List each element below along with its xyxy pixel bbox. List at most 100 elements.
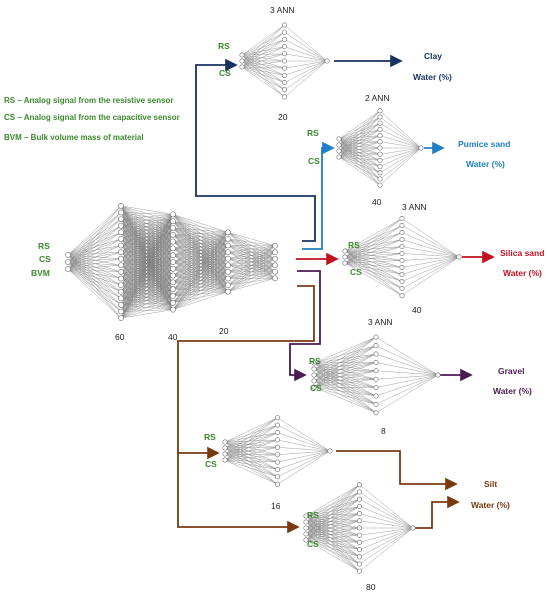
connection xyxy=(313,353,377,382)
connection xyxy=(227,245,276,279)
connection xyxy=(305,515,360,543)
connection xyxy=(67,268,122,319)
connection xyxy=(67,245,122,270)
neuron-node xyxy=(377,114,383,120)
connection xyxy=(313,379,377,388)
pumice-output: Water (%) xyxy=(466,159,505,169)
connection xyxy=(284,60,328,90)
connection xyxy=(277,447,331,452)
connection xyxy=(401,256,460,275)
connection xyxy=(172,232,229,283)
connection xyxy=(375,374,439,413)
connection xyxy=(67,261,122,266)
neuron-node xyxy=(118,222,124,229)
neuron-node xyxy=(170,293,176,299)
neuron-node xyxy=(373,334,379,340)
neuron-node xyxy=(118,202,124,209)
neuron-node xyxy=(118,288,124,295)
silica-network-layer-1 xyxy=(342,248,348,266)
neuron-node xyxy=(170,306,176,313)
connection xyxy=(241,54,285,69)
connection xyxy=(313,374,377,388)
neuron-node xyxy=(170,238,176,245)
neuron-node xyxy=(225,268,231,275)
connection xyxy=(344,256,403,275)
gravel-network-connections xyxy=(313,337,439,413)
connection xyxy=(375,374,439,388)
connection xyxy=(120,214,174,312)
connection xyxy=(277,450,331,455)
connection xyxy=(344,250,403,268)
neuron-node xyxy=(377,139,383,145)
connection xyxy=(344,218,403,264)
neuron-node xyxy=(399,271,405,277)
connection xyxy=(305,484,360,517)
connection xyxy=(338,156,381,167)
neuron-node xyxy=(281,87,287,93)
connection xyxy=(379,123,422,149)
neuron-node xyxy=(170,279,176,286)
connection xyxy=(313,362,377,405)
connection xyxy=(305,515,360,557)
connection xyxy=(67,254,122,273)
neuron-node xyxy=(281,58,287,64)
neuron-node xyxy=(373,368,379,374)
connection xyxy=(241,53,285,68)
connection xyxy=(67,245,122,256)
connection xyxy=(401,256,460,261)
connection xyxy=(344,250,403,275)
neuron-node xyxy=(399,257,405,263)
connection xyxy=(241,60,285,98)
silt2-input-rs: RS xyxy=(307,510,319,520)
connection xyxy=(305,535,360,541)
connection xyxy=(120,295,174,319)
connection xyxy=(344,256,403,296)
connection xyxy=(172,221,229,233)
pumice-network-layer-3 xyxy=(418,145,424,151)
connection xyxy=(224,459,278,470)
connection xyxy=(305,484,360,535)
connection xyxy=(344,256,403,289)
connection xyxy=(172,232,229,256)
connection xyxy=(344,239,403,252)
neuron-node xyxy=(170,299,176,306)
connection xyxy=(172,232,229,310)
neuron-node xyxy=(303,513,309,519)
connection xyxy=(305,521,360,572)
connection xyxy=(344,239,403,264)
connection xyxy=(305,499,360,517)
silt2-output-arrow xyxy=(415,495,460,529)
legend-bvm: BVM – Bulk volume mass of material xyxy=(4,133,144,142)
neuron-node xyxy=(222,451,228,457)
connection xyxy=(305,527,360,541)
connection xyxy=(338,156,381,180)
neuron-node xyxy=(373,401,379,407)
silt1-network-layer-3 xyxy=(327,448,333,454)
connection xyxy=(120,214,174,259)
gravel-route xyxy=(289,270,321,382)
main-network-graph-layer-4 xyxy=(225,229,231,295)
connection xyxy=(401,253,460,258)
main-network-graph-connections xyxy=(67,205,276,319)
connection xyxy=(241,66,285,69)
connection xyxy=(224,439,278,455)
connection xyxy=(224,432,278,461)
neuron-node xyxy=(118,282,124,288)
connection xyxy=(67,212,122,270)
connection xyxy=(344,218,403,258)
connection xyxy=(305,521,360,565)
silt1-input-cs: CS xyxy=(205,459,217,469)
connection xyxy=(284,60,328,98)
connection xyxy=(344,239,403,258)
connection xyxy=(305,491,360,541)
gravel-input-rs: RS xyxy=(309,356,321,366)
silica-network-layer-2 xyxy=(399,216,405,298)
connection xyxy=(305,499,360,535)
connection xyxy=(224,417,278,461)
connection xyxy=(305,521,360,543)
neuron-node xyxy=(225,235,231,242)
neuron-node xyxy=(356,518,362,524)
connection xyxy=(120,214,174,299)
connection xyxy=(305,515,360,536)
connection xyxy=(120,282,174,319)
